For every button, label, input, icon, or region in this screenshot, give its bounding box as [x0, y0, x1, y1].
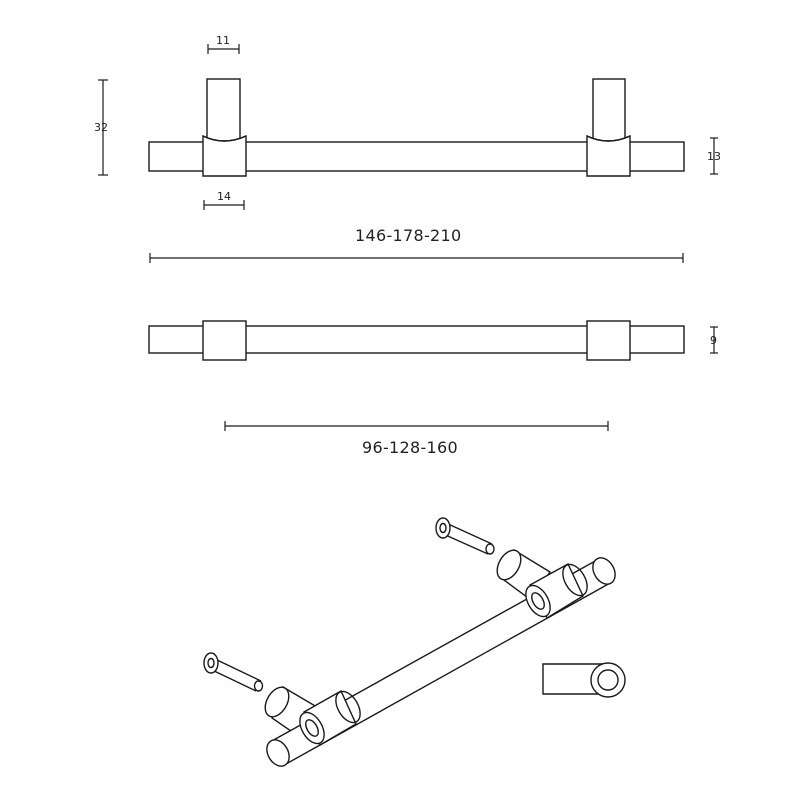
right-screw [435, 517, 495, 555]
top-view-right-collar [586, 320, 631, 361]
dim-total-height [98, 79, 108, 176]
side-view [148, 78, 685, 177]
left-screw [203, 652, 264, 692]
standoff-detail [542, 662, 626, 698]
side-view-right-post [586, 78, 631, 177]
dim-post-width [207, 44, 240, 54]
iso-bar [266, 557, 616, 767]
top-view [148, 320, 685, 361]
label-bar-thickness: 9 [710, 334, 717, 347]
dim-bar-height [710, 137, 718, 175]
label-total-height: 32 [94, 121, 108, 134]
iso-right-collar [525, 563, 588, 619]
label-hole-spacing: 96-128-160 [362, 438, 458, 457]
label-collar-width: 14 [217, 190, 231, 203]
dim-bar-thickness [710, 326, 718, 354]
dim-collar-width [203, 200, 245, 210]
label-bar-height: 13 [707, 150, 721, 163]
side-view-bar [148, 141, 685, 172]
top-view-bar [148, 325, 685, 354]
isometric-view [203, 517, 626, 767]
label-post-width: 11 [216, 34, 230, 47]
dim-overall-length [149, 253, 684, 263]
top-view-left-collar [202, 320, 247, 361]
iso-left-collar [299, 690, 361, 746]
side-view-left-post [202, 78, 247, 177]
dim-hole-spacing [224, 421, 609, 431]
label-overall-length: 146-178-210 [355, 226, 462, 245]
